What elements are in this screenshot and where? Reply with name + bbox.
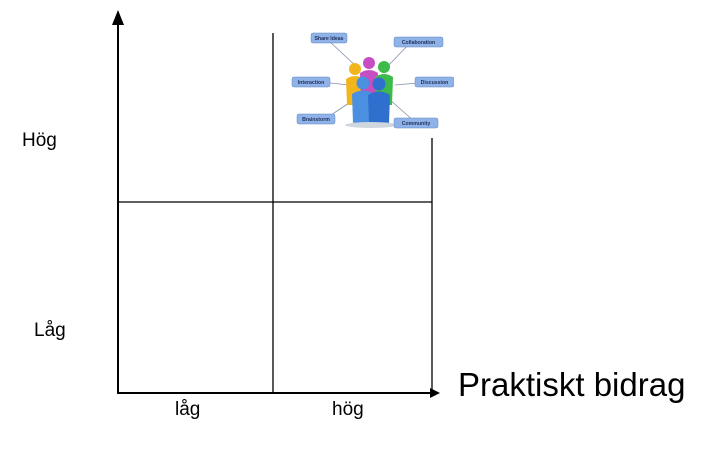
bubble-share-ideas: Share Ideas: [310, 32, 348, 44]
y-axis-high-label: Hög: [22, 130, 57, 151]
bubble-collaboration: Collaboration: [393, 36, 444, 48]
y-axis-arrowhead: [112, 10, 124, 25]
x-axis-title: Praktiskt bidrag: [458, 366, 686, 403]
bubble-text: Share Ideas: [314, 36, 343, 42]
bubble-text: Discussion: [421, 80, 449, 86]
bubble-text: Interaction: [298, 80, 325, 86]
bubble-text: Brainstorm: [302, 117, 330, 123]
collaboration-illustration: Share Ideas Collaboration Interaction Di…: [291, 27, 454, 137]
bubble-text: Collaboration: [402, 40, 435, 46]
bubble-discussion: Discussion: [414, 76, 454, 88]
people-group-icon: [345, 57, 397, 128]
bubble-brainstorm: Brainstorm: [296, 113, 336, 125]
x-axis-low-label: låg: [175, 399, 201, 420]
y-axis-low-label: Låg: [34, 320, 66, 341]
x-axis-high-label: hög: [332, 399, 364, 420]
bubble-interaction: Interaction: [291, 76, 331, 88]
bubble-text: Community: [402, 121, 431, 127]
bubble-community: Community: [393, 117, 439, 129]
